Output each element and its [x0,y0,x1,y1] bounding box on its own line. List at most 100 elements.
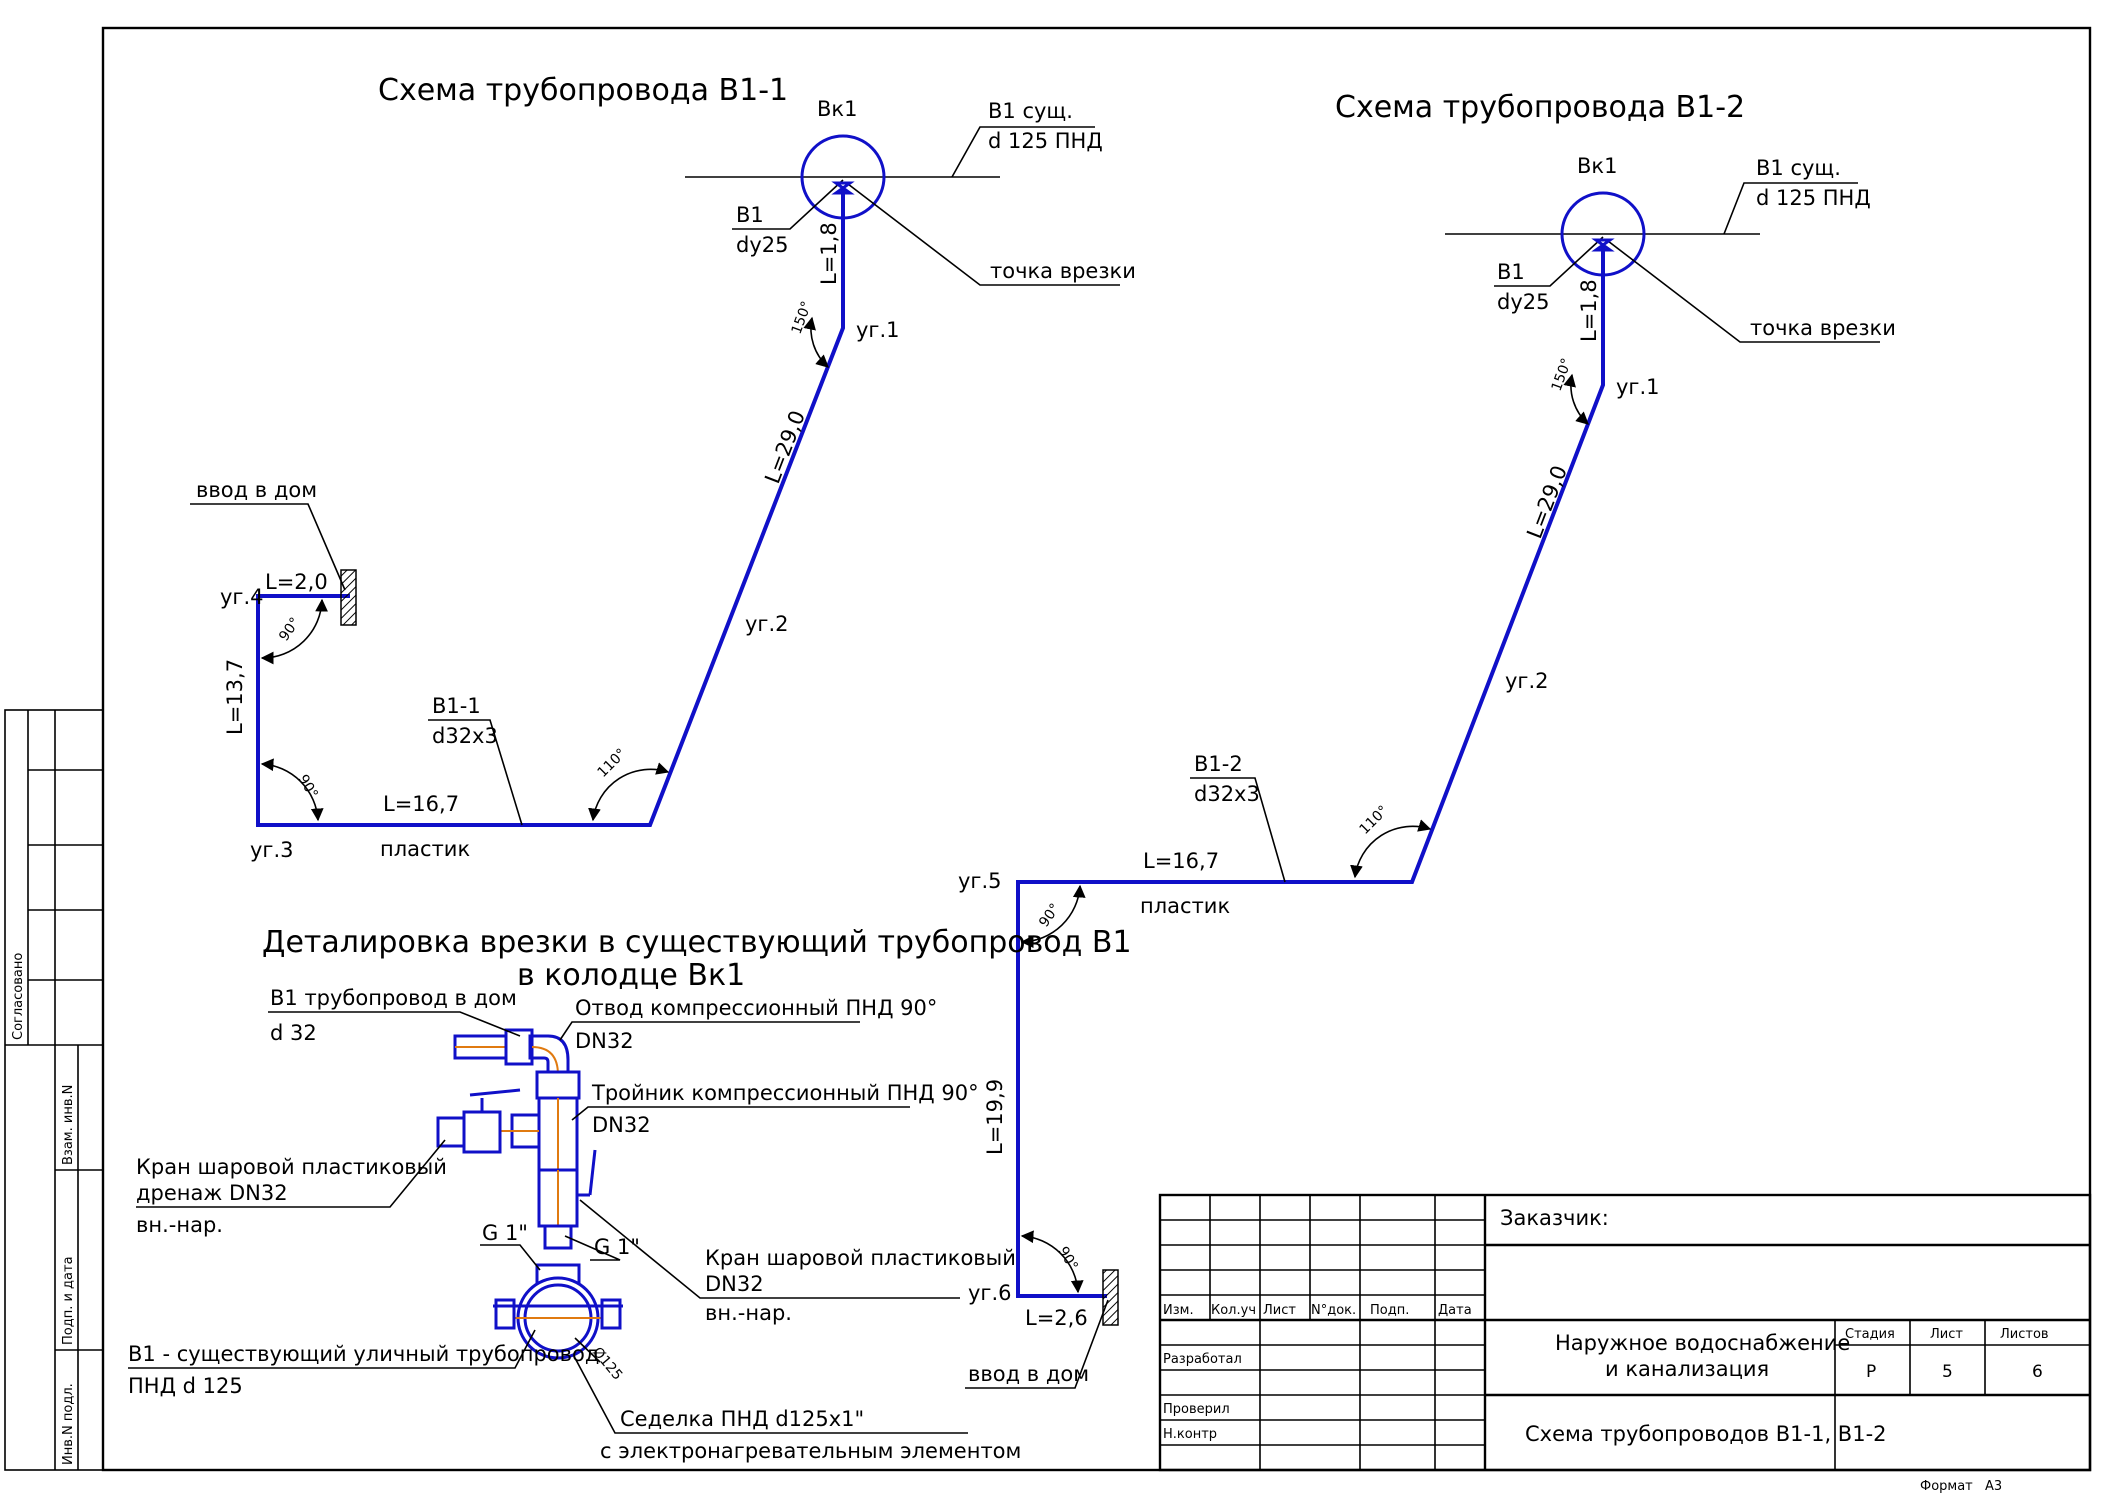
detail-house-pipe-diam: d 32 [270,1021,317,1045]
scheme-2-node-6: уг.6 [968,1281,1012,1305]
detail-saddle-leader [574,1357,968,1434]
scheme-1-title: Схема трубопровода В1-1 [378,73,788,108]
scheme-2-node-2: уг.2 [1505,669,1549,693]
detail-g1-right-leader [564,1235,621,1261]
detail-drain-valve-icon [436,1116,466,1148]
side-stamp: Согласовано Взам. инв.N Подп. и дата Инв… [11,953,76,1465]
title-block-col-koluch: Кол.уч [1211,1303,1256,1318]
title-block-col-ndok: N°док. [1311,1303,1356,1318]
title-block-customer: Заказчик: [1500,1206,1609,1230]
scheme-2-angle-90a-arc [1020,884,1086,949]
scheme-2-pipe-size: d32х3 [1194,782,1260,806]
detail-tee-dn: DN32 [592,1113,651,1137]
detail-tee-leader [571,1106,910,1121]
side-stamp-inv: Инв.N подл. [61,1383,76,1465]
title-block-sheet-title: Схема трубопроводов В1-1, В1-2 [1525,1422,1887,1446]
scheme-1-tap-label: точка врезки [990,259,1136,283]
detail-g1-left-leader [480,1244,541,1271]
scheme-2-branch-name: В1 [1497,260,1525,284]
title-block-sheets-head: Листов [2000,1327,2049,1342]
detail-street-pipe-diam: ПНД d 125 [128,1374,243,1398]
scheme-1-seg-L1: L=1,8 [817,222,841,285]
scheme-1-existing-name: В1 сущ. [988,99,1073,123]
title-block-col-podp: Подп. [1370,1303,1409,1318]
scheme-1-house-entry: ввод в дом [196,478,317,502]
title-block-sheets: 6 [2032,1362,2043,1382]
detail-title-line-2: в колодце Вк1 [517,958,745,993]
scheme-2: Схема трубопровода В1-2 Вк1 В1 сущ. d 12… [958,90,1896,1389]
scheme-1-angle-90a-arc [260,598,329,665]
scheme-1-wall [340,569,357,626]
title-block-sheet-head: Лист [1930,1327,1963,1342]
scheme-2-existing-leader [1723,182,1858,235]
scheme-1-seg-L2: L=29,0 [760,407,810,487]
title-block-object-l2: и канализация [1605,1357,1769,1381]
scheme-2-title: Схема трубопровода В1-2 [1335,90,1745,125]
scheme-1-angle-150-arc [803,316,829,368]
scheme-2-node-1: уг.1 [1616,375,1660,399]
detail-valve-l2: DN32 [705,1272,764,1296]
title-block-stage-head: Стадия [1845,1327,1895,1342]
title-block-object-l1: Наружное водоснабжение [1555,1331,1850,1355]
scheme-1-pipe-leader [428,719,523,826]
scheme-2-tap-leader [1607,240,1880,343]
scheme-1-node-2: уг.2 [745,612,789,636]
scheme-1-entry-leader [190,503,346,591]
scheme-1-tap-leader [847,183,1120,286]
scheme-2-seg-L2: L=29,0 [1522,462,1572,542]
scheme-2-angle-90b: 90° [1055,1244,1081,1274]
scheme-1-branch-diam: dу25 [736,233,788,257]
scheme-2-seg-L4: L=19,9 [983,1079,1007,1155]
title-block-row-ncontrol: Н.контр [1163,1427,1217,1442]
scheme-2-existing-diam: d 125 ПНД [1756,186,1871,210]
detail-saddle-l2: с электронагревательным элементом [600,1439,1021,1463]
detail-valve-thread: вн.-нар. [705,1301,792,1325]
scheme-1-node-1: уг.1 [856,318,900,342]
scheme-1-branch-name: В1 [736,203,764,227]
side-stamp-sign-date: Подп. и дата [61,1256,76,1345]
scheme-2-seg-L1: L=1,8 [1577,279,1601,342]
detail-house-pipe: В1 трубопровод в дом [270,986,517,1010]
detail-drain-valve-l1: Кран шаровой пластиковый [136,1155,447,1179]
scheme-2-angle-150-arc [1563,373,1589,425]
side-stamp-replaced: Взам. инв.N [61,1085,76,1165]
scheme-2-seg-L5: L=2,6 [1025,1306,1088,1330]
detail-drain-valve-leader [136,1139,446,1208]
scheme-1-angle-110-arc [588,762,670,822]
scheme-2-valve-icon [1591,238,1615,252]
detail-tee: Тройник компрессионный ПНД 90° [591,1081,979,1105]
scheme-1-pipe-label: В1-1 [432,694,481,718]
scheme-1-angle-90a: 90° [276,615,303,645]
scheme-1-seg-L3: L=16,7 [383,792,459,816]
scheme-1-angle-90b: 90° [295,772,321,802]
scheme-1-well-label: Вк1 [817,97,857,121]
scheme-1-angle-90b-arc [260,758,324,822]
detail-street-pipe-leader [128,1329,536,1369]
scheme-2-well-label: Вк1 [1577,154,1617,178]
detail-house-pipe-leader [268,1011,521,1037]
side-stamp-agreed: Согласовано [11,953,26,1040]
title-block-col-data: Дата [1438,1303,1472,1318]
title-block-stage: Р [1866,1362,1876,1382]
scheme-1-seg-L5: L=2,0 [265,570,328,594]
scheme-2-existing-name: В1 сущ. [1756,156,1841,180]
detail-elbow-leader [559,1021,860,1041]
scheme-2-pipe-label: В1-2 [1194,752,1243,776]
format-value: А3 [1985,1479,2002,1494]
title-block-sheet: 5 [1942,1362,1953,1382]
scheme-2-angle-110-arc [1350,819,1432,879]
scheme-2-wall [1102,1269,1119,1326]
scheme-2-tap-label: точка врезки [1750,316,1896,340]
scheme-1-pipeline [256,188,845,827]
drawing-frame [4,26,2092,1472]
scheme-2-angle-90b-arc [1020,1230,1084,1294]
title-block-col-izm: Изм. [1163,1303,1194,1318]
title-block: Заказчик: Изм. Кол.уч Лист N°док. Подп. … [1158,1193,2092,1472]
detail-g1-left: G 1" [482,1221,528,1245]
scheme-2-node-5: уг.5 [958,869,1002,893]
detail-elbow-dn: DN32 [575,1029,634,1053]
scheme-1-node-4: уг.4 [220,585,264,609]
scheme-2-material: пластик [1140,894,1230,918]
scheme-2-pipeline [1016,245,1605,1298]
detail-g1-right: G 1" [594,1235,640,1259]
